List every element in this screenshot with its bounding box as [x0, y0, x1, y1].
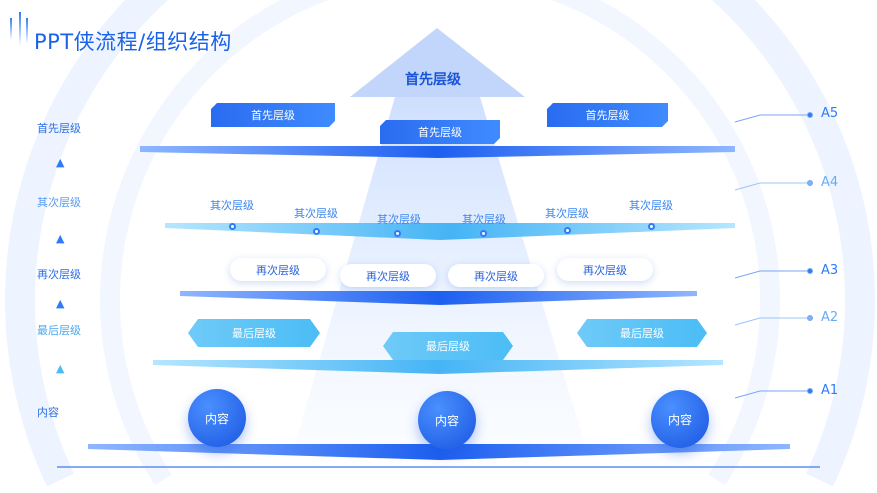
- level2-dot: [229, 223, 236, 230]
- page-title: PPT侠流程/组织结构: [34, 30, 232, 54]
- level2-dot: [564, 227, 571, 234]
- level1-box: 首先层级: [211, 103, 335, 127]
- platform-a5: [140, 146, 735, 158]
- level2-dot: [480, 230, 487, 237]
- up-arrow-icon: ▲: [56, 297, 65, 310]
- content-circle: 内容: [188, 389, 246, 447]
- level1-box: 首先层级: [547, 103, 668, 127]
- background-ring: [100, 0, 780, 486]
- left-label: 首先层级: [37, 122, 81, 135]
- platform-a1: [88, 444, 790, 460]
- left-label: 最后层级: [37, 324, 81, 337]
- level2-dot: [648, 223, 655, 230]
- level2-label: 其次层级: [210, 199, 254, 212]
- level2-dot: [313, 228, 320, 235]
- decor-line: [19, 12, 21, 46]
- arrow-label: 首先层级: [405, 72, 461, 88]
- content-circle: 内容: [418, 391, 476, 449]
- right-label: A5: [821, 106, 839, 121]
- left-label: 内容: [37, 406, 59, 419]
- up-arrow-icon: ▲: [56, 156, 65, 169]
- arrow-head: [350, 28, 525, 97]
- level1-box: 首先层级: [380, 120, 500, 144]
- level2-label: 其次层级: [377, 213, 421, 226]
- level3-pill: 再次层级: [230, 258, 326, 281]
- right-label: A3: [821, 263, 839, 278]
- level2-dot: [394, 230, 401, 237]
- left-label: 再次层级: [37, 268, 81, 281]
- right-label: A2: [821, 310, 839, 325]
- content-circle: 内容: [651, 390, 709, 448]
- up-arrow-icon: ▲: [56, 232, 65, 245]
- level2-label: 其次层级: [294, 207, 338, 220]
- level3-pill: 再次层级: [340, 264, 436, 287]
- level4-hex: 最后层级: [577, 319, 707, 347]
- right-label: A4: [821, 175, 839, 190]
- decor-line: [10, 18, 12, 40]
- level3-pill: 再次层级: [448, 264, 544, 287]
- level4-hex: 最后层级: [383, 332, 513, 360]
- background-ring: [5, 0, 875, 487]
- arrow-body: [295, 97, 585, 445]
- up-arrow-icon: ▲: [56, 362, 65, 375]
- level2-label: 其次层级: [462, 213, 506, 226]
- platform-a4: [165, 223, 735, 240]
- decor-line: [26, 18, 28, 44]
- level3-pill: 再次层级: [557, 258, 653, 281]
- right-label: A1: [821, 383, 839, 398]
- platform-a3: [180, 291, 697, 305]
- level2-label: 其次层级: [545, 207, 589, 220]
- platform-a2: [153, 360, 723, 374]
- left-label: 其次层级: [37, 196, 81, 209]
- level2-label: 其次层级: [629, 199, 673, 212]
- level4-hex: 最后层级: [188, 319, 320, 347]
